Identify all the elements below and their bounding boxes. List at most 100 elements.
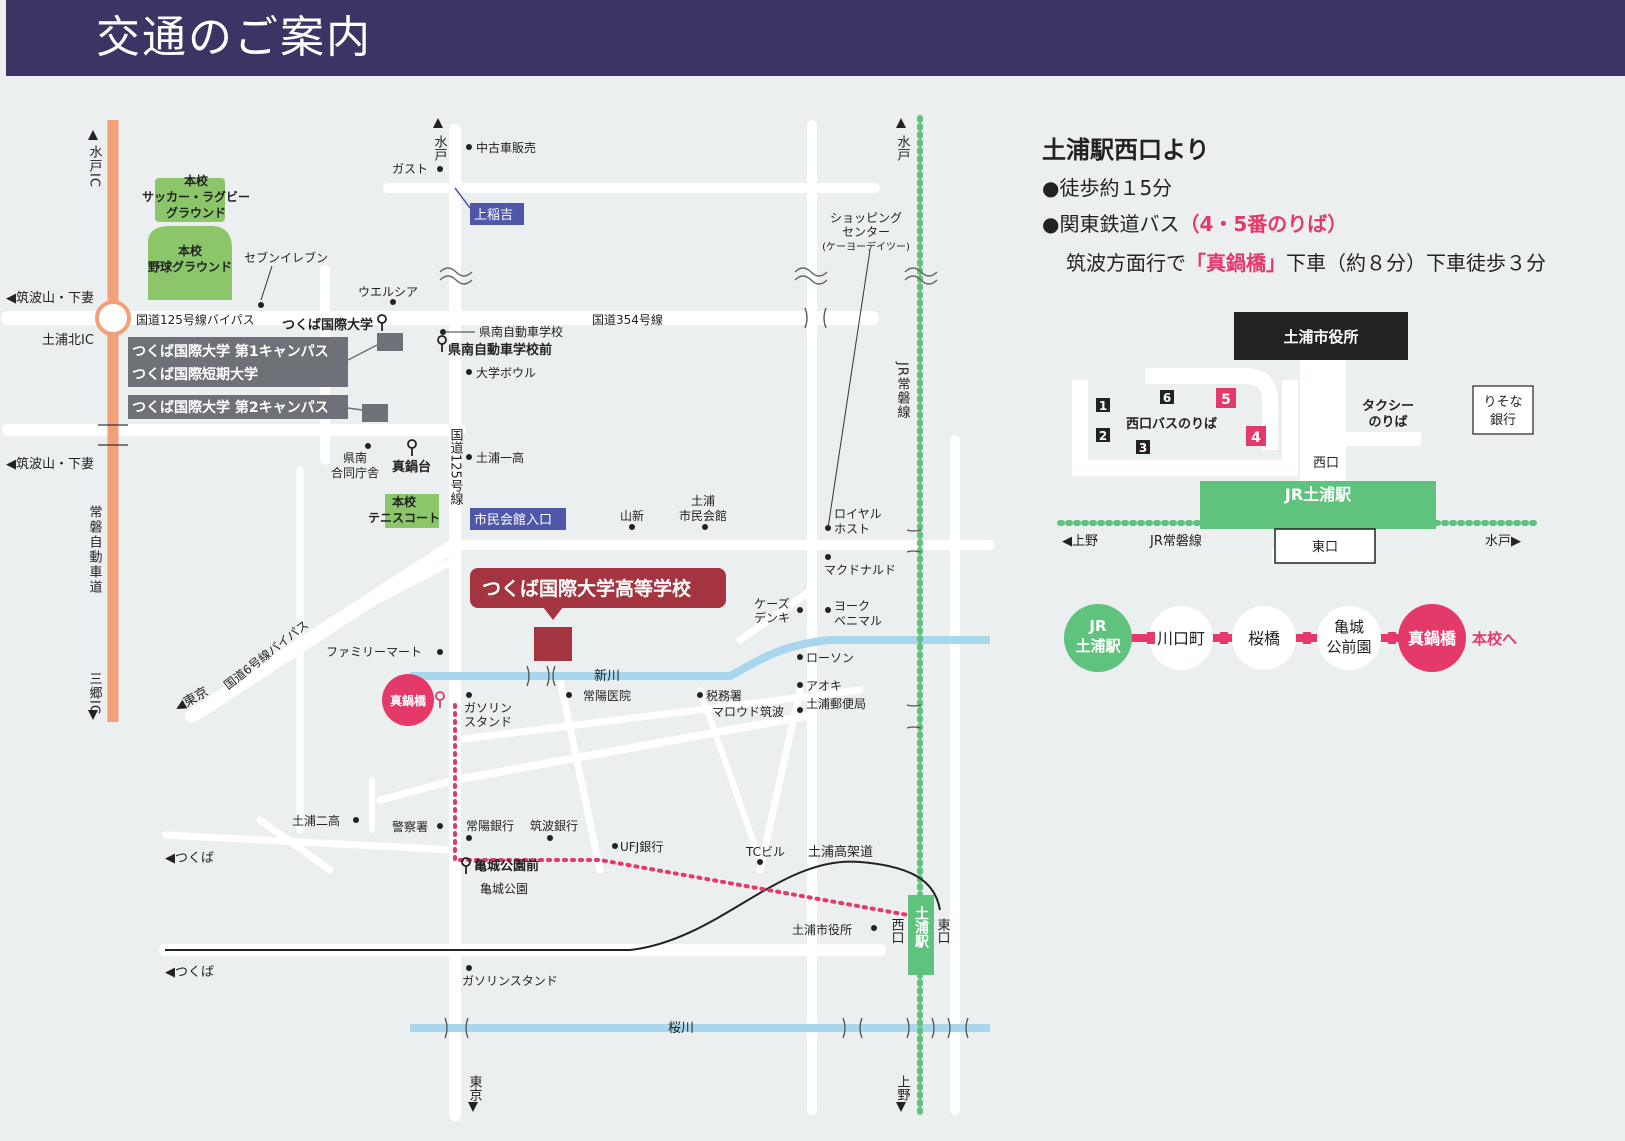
walk-time-text: ●徒歩約１5分 [1042, 176, 1173, 200]
school-label-box [470, 568, 726, 608]
seven-eleven-label: セブンイレブン [244, 250, 328, 265]
royal-host-label-1: ロイヤル [834, 507, 882, 521]
tsukubasan-shimotsuma-label-1: ◀筑波山・下妻 [6, 290, 94, 306]
tc-building-label: TCビル [745, 845, 785, 859]
mito-north-label-1: 水戸 [432, 135, 448, 161]
bus-detail-line: 筑波方面行で「真鍋橋」下車（約８分）下車徒歩３分 [1066, 247, 1546, 276]
route-stop-1-line2: 土浦駅 [1075, 637, 1121, 655]
route125-bypass-label: 国道125号線バイパス [136, 312, 255, 327]
arrow-up-icon [433, 118, 443, 128]
junior-college-label: つくば国際短期大学 [132, 366, 258, 383]
gas-stand-south-label: ガソリンスタンド [462, 974, 558, 988]
soccer-ground-label-3: グラウンド [166, 205, 226, 220]
kijo-park-label: 亀城公園 [480, 882, 528, 896]
soccer-ground-label-1: 本校 [184, 173, 209, 188]
maroud-label: マロウド筑波 [712, 704, 784, 719]
route-stop-1-line1: JR [1088, 617, 1107, 635]
station-taxi-label-1: タクシー [1362, 399, 1414, 414]
route-stop-2: 川口町 [1157, 629, 1205, 648]
royal-host-label-2: ホスト [834, 522, 870, 536]
baseball-ground-area [148, 226, 232, 300]
campus1-box [128, 337, 348, 387]
school-building [534, 627, 572, 661]
ufj-bank-label: UFJ銀行 [620, 840, 663, 854]
gusto-label: ガスト [392, 162, 428, 176]
lawson-label: ローソン [806, 651, 854, 665]
bus-stop-shiminkaikan-label: 市民会館入口 [474, 512, 552, 528]
tsuchiura-kita-ic-marker [95, 300, 131, 336]
bus-stop-tsukuba-kokusai-label: つくば国際大学 [282, 317, 373, 333]
campus2-box [128, 395, 348, 419]
bus-stop-manabebashi-circle [382, 674, 434, 726]
header-bar: 交通のご案内 [6, 0, 1625, 76]
soccer-ground-label-2: サッカー・ラグビー [142, 189, 250, 204]
route-strip [1064, 604, 1466, 672]
bus-stop-kennan-label: 県南自動車学校前 [448, 342, 552, 358]
arrow-down-icon [468, 1102, 478, 1112]
gas-stand-label-2: スタンド [464, 715, 512, 729]
arrow-up-icon [88, 130, 98, 140]
sakuragawa-label: 桜川 [668, 1021, 694, 1036]
road-minor-3 [376, 776, 459, 804]
route125-label: 国道125号線 [448, 428, 464, 505]
route-stop-4-line2: 公前園 [1326, 638, 1371, 656]
misato-ic-label: 三郷IC [87, 672, 103, 715]
kennan-driving-school-label: 県南自動車学校 [479, 324, 563, 339]
page-title: 交通のご案内 [96, 12, 372, 63]
kennan-govt-label-2: 合同庁舎 [331, 465, 379, 480]
station-resona-label-2: 銀行 [1490, 413, 1516, 428]
route354-label: 国道354号線 [592, 312, 663, 327]
mcdonalds-label: マクドナルド [824, 563, 896, 577]
shinkawa-label: 新川 [594, 668, 620, 684]
jr-joban-line-label: JR常磐線 [895, 361, 911, 419]
tsuchiura-elevated-road [165, 860, 941, 951]
tsuchiura-station-label: 土浦駅 [913, 905, 929, 949]
road-minor-7 [556, 676, 604, 874]
welcia-label: ウエルシア [358, 285, 418, 299]
joban-expressway-label: 常磐自動車道 [87, 505, 103, 595]
university-bowl-label: 大学ボウル [476, 365, 536, 380]
kdenki-label-2: デンキ [754, 610, 790, 625]
walking-route [453, 703, 910, 917]
road-breaks [439, 267, 938, 285]
school-main-label: つくば国際大学高等学校 [482, 577, 692, 600]
bus-info-line: ●関東鉄道バス（4・5番のりば） [1042, 208, 1347, 237]
kennan-govt-label-1: 県南 [343, 450, 367, 465]
platform-2: 2 [1099, 429, 1107, 443]
kdenki-label-1: ケーズ [754, 596, 789, 611]
campus1-building [377, 333, 403, 351]
bus-stop-pin-icon [437, 335, 447, 352]
bus-stop-kamiinayoshi-box [470, 203, 524, 225]
tennis-court-area [385, 494, 439, 528]
campus2-connector [347, 407, 363, 411]
baseball-ground-label-2: 野球グラウンド [148, 259, 232, 274]
civic-hall-label-2: 市民会館 [679, 508, 727, 523]
campus1-connector [347, 344, 378, 361]
bus-detail-suffix: 下車（約８分）下車徒歩３分 [1286, 251, 1546, 275]
tsukuba-label-2: ◀つくば [165, 965, 214, 980]
mito-north-label-2: 水戸 [895, 135, 911, 161]
west-exit-label: 西口 [889, 918, 905, 944]
station-mito-label: 水戸▶ [1485, 534, 1521, 549]
platform-3: 3 [1139, 441, 1147, 455]
bus-stop-pin-icon [407, 439, 417, 456]
platform-4: 4 [1251, 430, 1261, 446]
tsuchiura-elevated-label: 土浦高架道 [808, 844, 873, 860]
platform-1: 1 [1099, 399, 1107, 413]
tsukuba-bank-label: 筑波銀行 [530, 818, 578, 833]
tsukubasan-shimotsuma-label-2: ◀筑波山・下妻 [6, 456, 94, 472]
school-label-pointer [543, 607, 563, 620]
ueno-south-label: 上野 [895, 1075, 911, 1101]
arrow-up-icon [896, 118, 906, 128]
road-minor-8 [756, 686, 804, 874]
road-minor-2 [451, 711, 816, 784]
police-label: 警察署 [392, 819, 428, 834]
road-minor-4 [451, 686, 864, 744]
bus-stop-kijo-koen-label: 亀城公園前 [474, 858, 539, 874]
station-east-exit-label: 東口 [1312, 539, 1338, 555]
bus-stop-pin-icons [377, 314, 471, 874]
bridge-brackets [444, 307, 969, 1039]
tax-office-label: 税務署 [706, 689, 742, 703]
tsuchiura-kita-ic-label: 土浦北IC [42, 333, 94, 348]
